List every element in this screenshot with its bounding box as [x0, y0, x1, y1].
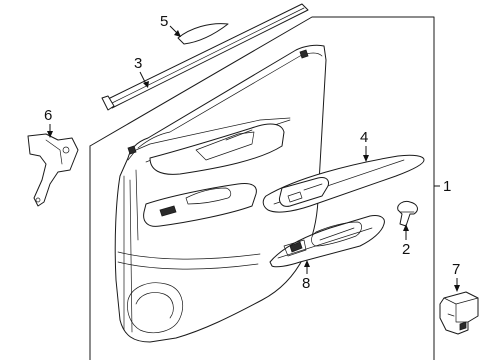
door-trim-panel	[114, 44, 327, 343]
callout-7: 7	[452, 261, 460, 292]
callout-1: 1	[434, 178, 451, 195]
part-3-weatherstrip	[101, 3, 309, 111]
callout-3: 3	[134, 55, 149, 88]
assembly-outline	[89, 16, 435, 360]
callout-6-label: 6	[44, 107, 52, 124]
part-5-cap	[177, 23, 229, 45]
callout-4-label: 4	[360, 129, 368, 146]
part-6-bracket	[27, 133, 79, 207]
callout-8: 8	[302, 260, 310, 292]
part-2-clip	[397, 201, 418, 227]
callout-3-label: 3	[134, 55, 142, 72]
part-4-armrest-trim	[262, 154, 425, 213]
callout-2: 2	[402, 224, 410, 258]
callout-5: 5	[160, 13, 181, 37]
part-8-switch-finisher	[269, 215, 385, 268]
part-7-switch	[439, 291, 479, 335]
callout-2-label: 2	[402, 241, 410, 258]
callout-8-label: 8	[302, 275, 310, 292]
callout-4: 4	[360, 129, 369, 162]
callout-7-label: 7	[452, 261, 460, 278]
callout-1-label: 1	[443, 178, 451, 195]
callout-6: 6	[44, 107, 53, 138]
callout-5-label: 5	[160, 13, 168, 30]
